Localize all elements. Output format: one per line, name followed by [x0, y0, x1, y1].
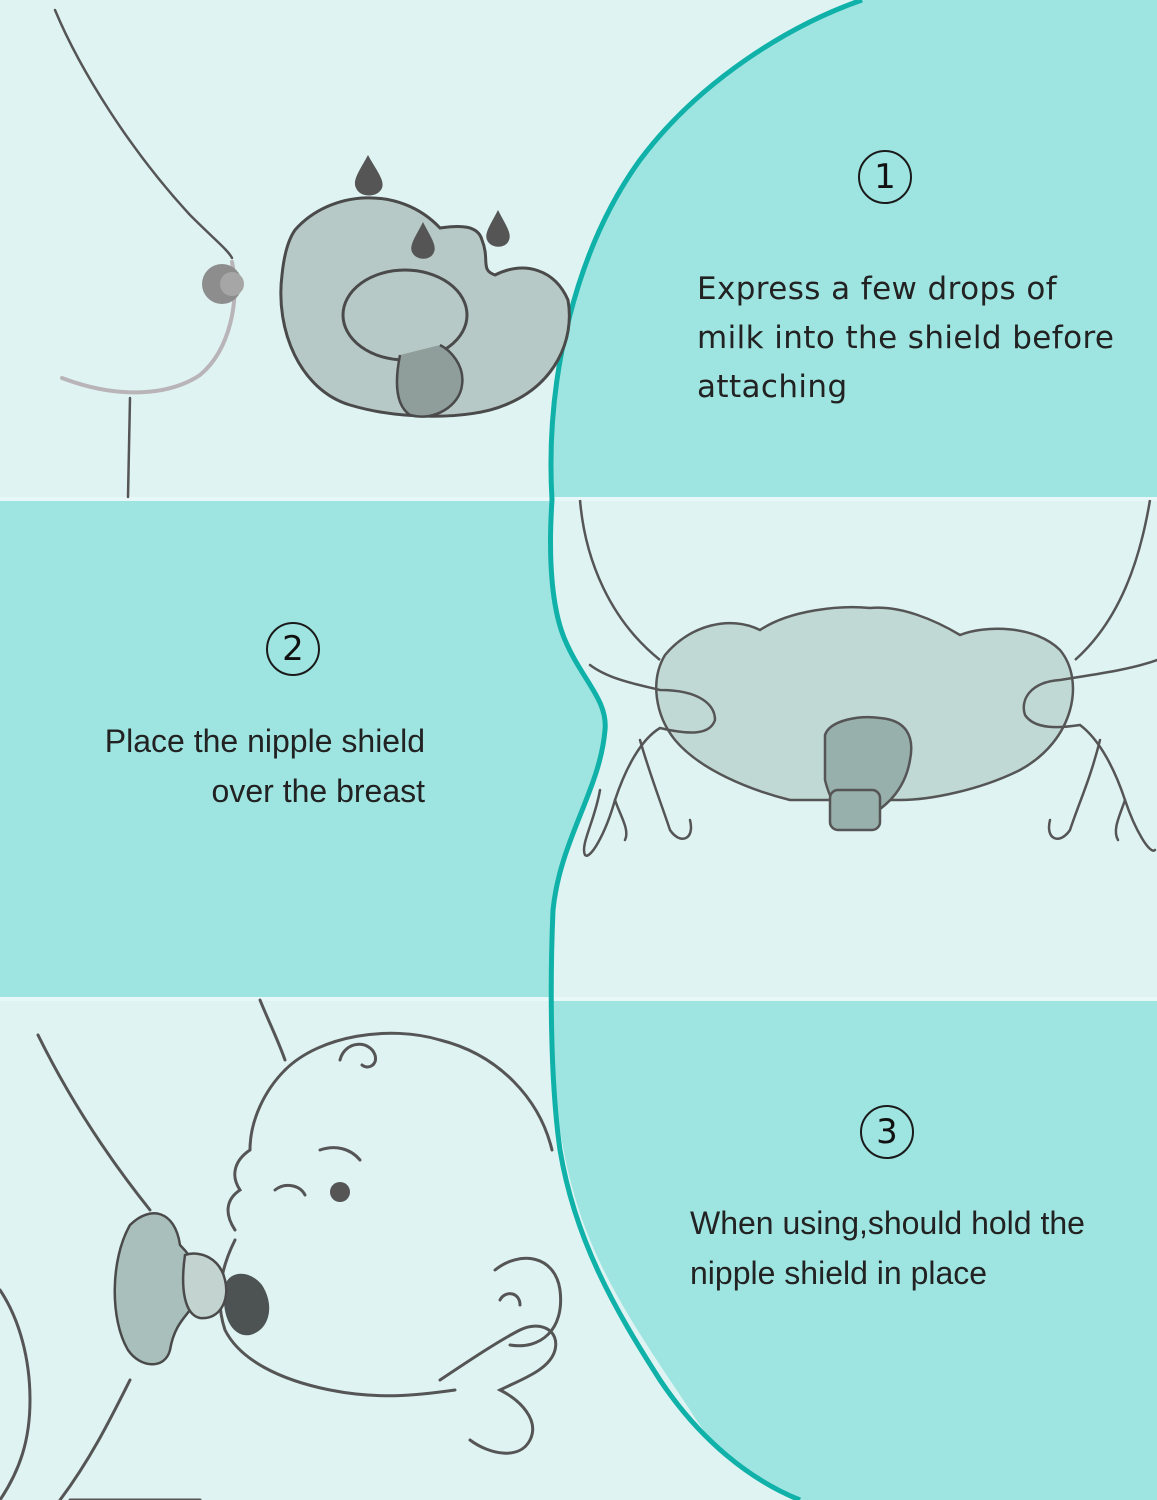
shield-on-breast [113, 1212, 228, 1366]
baby-eye-icon [330, 1182, 350, 1202]
step-3-number: 3 [860, 1105, 914, 1159]
breast-profile-illustration [53, 8, 237, 499]
baby-nursing-illustration [0, 998, 563, 1500]
hands-placing-shield-illustration [578, 499, 1157, 857]
milk-drop-icon [411, 222, 435, 259]
panel-step-1 [551, 0, 1157, 500]
shield-with-drops-illustration [279, 155, 571, 418]
step-1-text: Express a few drops of milk into the shi… [697, 271, 1115, 405]
panel-step-2 [0, 500, 606, 1000]
step-2-number: 2 [266, 622, 320, 676]
step-2-text: Place the nipple shield over the breast [104, 723, 425, 809]
step-1-number: 1 [858, 150, 912, 204]
milk-drop-icon [354, 155, 383, 196]
panel-step-3 [551, 1000, 1157, 1500]
divider-curve [548, 0, 863, 1500]
milk-drop-icon [486, 210, 510, 247]
baby-mouth [223, 1273, 270, 1336]
step-3-text: When using,should hold the nipple shield… [690, 1205, 1085, 1291]
